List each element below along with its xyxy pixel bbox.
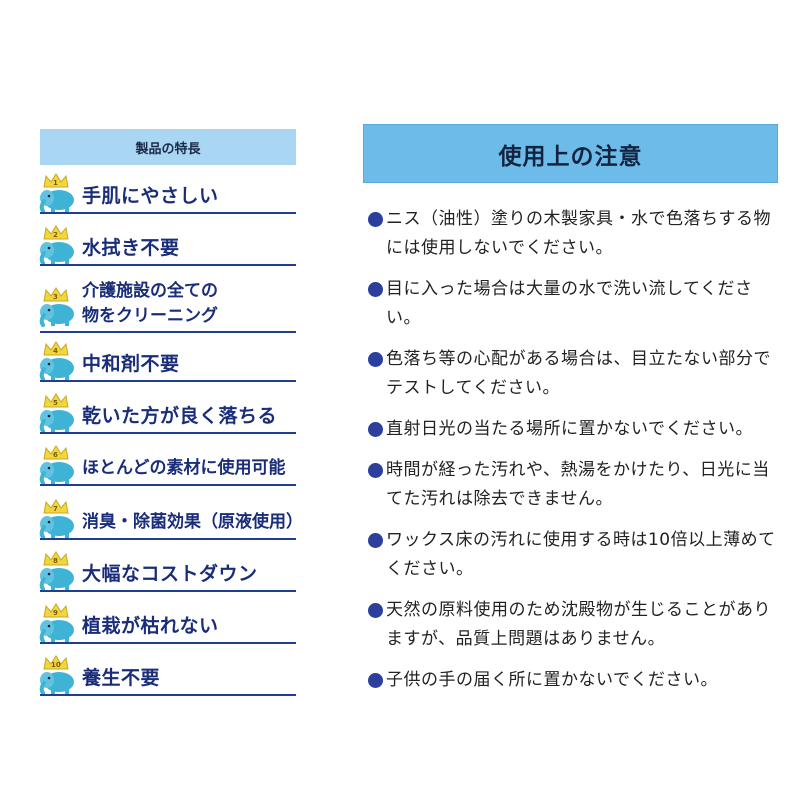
- feature-item: 3 介護施設の全ての 物をクリーニング: [38, 273, 296, 333]
- feature-number: 8: [53, 557, 58, 565]
- feature-label: ほとんどの素材に使用可能: [82, 458, 286, 478]
- crown-elephant-icon: [38, 603, 78, 643]
- feature-item: 5 乾いた方が良く落ちる: [38, 391, 296, 434]
- caution-text: 直射日光の当たる場所に置かないでください。: [386, 419, 753, 439]
- feature-number: 10: [51, 661, 61, 669]
- feature-divider: [40, 380, 296, 382]
- caution-item: ニス（油性）塗りの木製家具・水で色落ちする物には使用しないでください。: [366, 205, 786, 263]
- caution-item: 直射日光の当たる場所に置かないでください。: [366, 415, 786, 444]
- features-header: 製品の特長: [40, 129, 296, 165]
- caution-text: 色落ち等の心配がある場合は、目立たない部分でテストしてください。: [386, 349, 771, 398]
- caution-text: 時間が経った汚れや、熱湯をかけたり、日光に当てた汚れは除去できません。: [386, 460, 770, 509]
- cautions-header-label: 使用上の注意: [498, 143, 643, 170]
- feature-number: 6: [53, 451, 58, 459]
- feature-label: 消臭・除菌効果（原液使用）: [82, 512, 303, 532]
- caution-text: ニス（油性）塗りの木製家具・水で色落ちする物には使用しないでください。: [386, 209, 771, 258]
- feature-label: 水拭き不要: [82, 237, 180, 259]
- caution-text: ワックス床の汚れに使用する時は10倍以上薄めてください。: [386, 530, 776, 579]
- feature-label: 大幅なコストダウン: [82, 563, 258, 585]
- feature-divider: [40, 432, 296, 434]
- crown-elephant-icon: [38, 499, 78, 539]
- crown-elephant-icon: [38, 393, 78, 433]
- feature-divider: [40, 642, 296, 644]
- feature-item: 1 手肌にやさしい: [38, 171, 296, 214]
- crown-elephant-icon: [38, 551, 78, 591]
- feature-number: 5: [53, 399, 58, 407]
- feature-label: 中和剤不要: [82, 353, 180, 375]
- feature-number: 2: [53, 231, 58, 239]
- feature-divider: [40, 694, 296, 696]
- cautions-list: ニス（油性）塗りの木製家具・水で色落ちする物には使用しないでください。目に入った…: [366, 205, 786, 707]
- feature-item: 4 中和剤不要: [38, 339, 296, 382]
- cautions-header: 使用上の注意: [363, 124, 778, 183]
- crown-elephant-icon: [38, 173, 78, 213]
- feature-label: 介護施設の全ての 物をクリーニング: [82, 281, 218, 326]
- feature-item: 8 大幅なコストダウン: [38, 549, 296, 592]
- crown-elephant-icon: [38, 287, 78, 327]
- feature-number: 9: [53, 609, 58, 617]
- caution-item: 時間が経った汚れや、熱湯をかけたり、日光に当てた汚れは除去できません。: [366, 456, 786, 514]
- feature-divider: [40, 484, 296, 486]
- feature-label: 植栽が枯れない: [82, 615, 219, 637]
- caution-text: 天然の原料使用のため沈殿物が生じることがありますが、品質上問題はありません。: [386, 600, 771, 649]
- feature-label: 養生不要: [82, 667, 161, 689]
- caution-text: 目に入った場合は大量の水で洗い流してください。: [386, 279, 753, 328]
- feature-divider: [40, 331, 296, 333]
- feature-label: 乾いた方が良く落ちる: [82, 405, 278, 427]
- feature-item: 7 消臭・除菌効果（原液使用）: [38, 497, 303, 540]
- crown-elephant-icon: [38, 341, 78, 381]
- caution-item: 天然の原料使用のため沈殿物が生じることがありますが、品質上問題はありません。: [366, 596, 786, 654]
- caution-item: 子供の手の届く所に置かないでください。: [366, 666, 786, 695]
- features-header-label: 製品の特長: [135, 141, 201, 157]
- feature-item: 2 水拭き不要: [38, 223, 296, 266]
- feature-divider: [40, 538, 296, 540]
- crown-elephant-icon: [38, 655, 78, 695]
- feature-number: 7: [53, 505, 58, 513]
- crown-elephant-icon: [38, 445, 78, 485]
- feature-number: 4: [53, 347, 58, 355]
- feature-divider: [40, 590, 296, 592]
- caution-item: 目に入った場合は大量の水で洗い流してください。: [366, 275, 786, 333]
- caution-item: ワックス床の汚れに使用する時は10倍以上薄めてください。: [366, 526, 786, 584]
- feature-divider: [40, 264, 296, 266]
- bullet-dot-icon: [368, 533, 383, 548]
- feature-label: 手肌にやさしい: [82, 185, 219, 207]
- bullet-dot-icon: [368, 603, 383, 618]
- bullet-dot-icon: [368, 673, 383, 688]
- bullet-dot-icon: [368, 422, 383, 437]
- caution-text: 子供の手の届く所に置かないでください。: [386, 670, 718, 690]
- bullet-dot-icon: [368, 212, 383, 227]
- caution-item: 色落ち等の心配がある場合は、目立たない部分でテストしてください。: [366, 345, 786, 403]
- feature-number: 3: [53, 293, 58, 301]
- feature-number: 1: [53, 179, 58, 187]
- bullet-dot-icon: [368, 282, 383, 297]
- feature-item: 6 ほとんどの素材に使用可能: [38, 443, 296, 486]
- feature-item: 10 養生不要: [38, 653, 296, 696]
- feature-divider: [40, 212, 296, 214]
- crown-elephant-icon: [38, 225, 78, 265]
- bullet-dot-icon: [368, 352, 383, 367]
- bullet-dot-icon: [368, 463, 383, 478]
- feature-item: 9 植栽が枯れない: [38, 601, 296, 644]
